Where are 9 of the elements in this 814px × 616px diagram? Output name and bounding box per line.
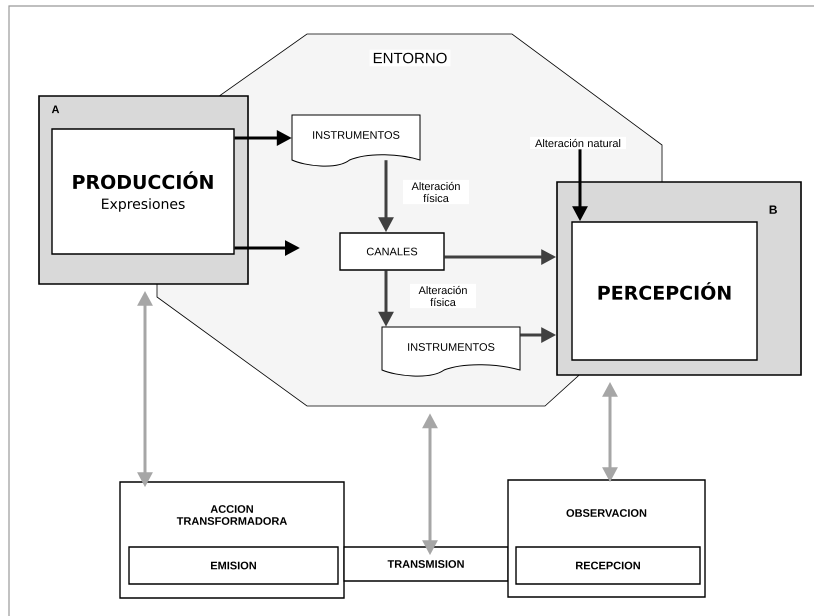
edge-label: Alteración física (410, 284, 476, 308)
annotation-text: Alteración natural (530, 136, 626, 150)
process-box: PRODUCCIÓN Expresiones (51, 128, 235, 255)
process-box: RECEPCION (515, 546, 701, 585)
edge-label: Alteración física (403, 180, 469, 204)
process-box: CANALES (339, 232, 445, 271)
process-box: EMISION (128, 546, 339, 585)
process-box: TRANSMISION (343, 546, 509, 582)
process-box: PERCEPCIÓN (571, 221, 758, 361)
